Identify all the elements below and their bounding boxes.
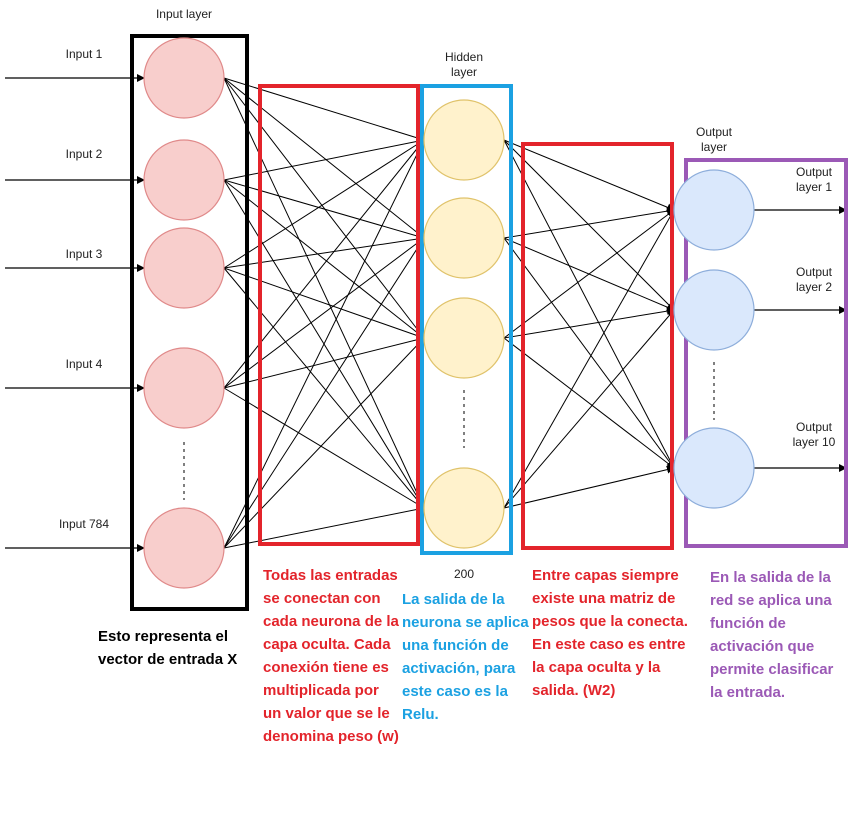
output-label: layer 1 [796,180,832,194]
hidden-output-connection [503,465,675,509]
input-hidden-connection [223,337,425,389]
input-hidden-connection [223,77,425,141]
weights1-box [258,84,420,546]
hidden-neuron [423,99,505,181]
input-label: Input 4 [66,357,103,371]
output-layer-title-line2: layer [701,140,727,154]
hidden-output-connection [503,209,675,339]
input-label: Input 1 [66,47,103,61]
input-neuron [143,507,225,589]
input-neuron [143,227,225,309]
input-neuron [143,37,225,119]
input-layer-box [130,34,249,611]
hidden-layer-title-line2: layer [451,65,477,79]
hidden-output-connection [503,207,675,239]
hidden-count-label: 200 [454,567,474,581]
hidden-annotation: La salida de la neurona se aplica una fu… [402,591,529,723]
input-layer-title: Input layer [156,7,212,21]
output-layer-box [684,158,848,548]
hidden-neuron [423,197,505,279]
input-hidden-connection [223,237,425,549]
input-hidden-connection [223,77,425,509]
input-annotation: Esto representa el vector de entrada X [98,628,238,668]
output-annotation: En la salida de la red se aplica una fun… [710,569,834,701]
input-label: Input 3 [66,247,103,261]
input-hidden-connection [223,77,425,339]
output-neuron [673,427,755,509]
hidden-output-connection [503,209,675,509]
hidden-output-connection [503,307,675,339]
weights2-annotation: Entre capas siempre existe una matriz de… [532,567,688,699]
input-hidden-connection [223,139,425,181]
input-label: Input 2 [66,147,103,161]
hidden-output-connection [503,139,675,311]
input-hidden-connection [223,387,425,509]
input-hidden-connection [223,237,425,389]
input-hidden-connection [223,179,425,339]
hidden-neuron [423,467,505,549]
output-neuron [673,169,755,251]
hidden-output-connection [503,309,675,509]
hidden-layer-box [420,84,513,555]
input-label: Input 784 [59,517,109,531]
hidden-output-connection [503,139,675,469]
input-hidden-connection [223,139,425,389]
hidden-output-connection [503,337,675,469]
output-layer-title-line1: Output [696,125,733,139]
input-hidden-connection [223,267,425,339]
output-label: Output [796,265,833,279]
weights2-box [521,142,674,550]
input-hidden-connection [223,237,425,269]
input-hidden-connection [223,267,425,509]
hidden-layer-title-line1: Hidden [445,50,483,64]
connection-lines [5,74,847,552]
input-hidden-connection [223,139,425,269]
neurons [143,37,755,589]
hidden-neuron [423,297,505,379]
input-hidden-connection [223,179,425,239]
input-hidden-connection [223,139,425,549]
output-label: Output [796,165,833,179]
weights1-annotation: Todas las entradas se conectan con cada … [263,567,399,745]
output-label: layer 10 [793,435,836,449]
input-neuron [143,347,225,429]
hidden-output-connection [503,139,675,212]
input-neuron [143,139,225,221]
output-label: Output [796,420,833,434]
input-hidden-connection [223,507,425,549]
output-label: layer 2 [796,280,832,294]
input-hidden-connection [223,337,425,549]
output-neuron [673,269,755,351]
hidden-output-connection [503,237,675,469]
input-hidden-connection [223,77,425,239]
